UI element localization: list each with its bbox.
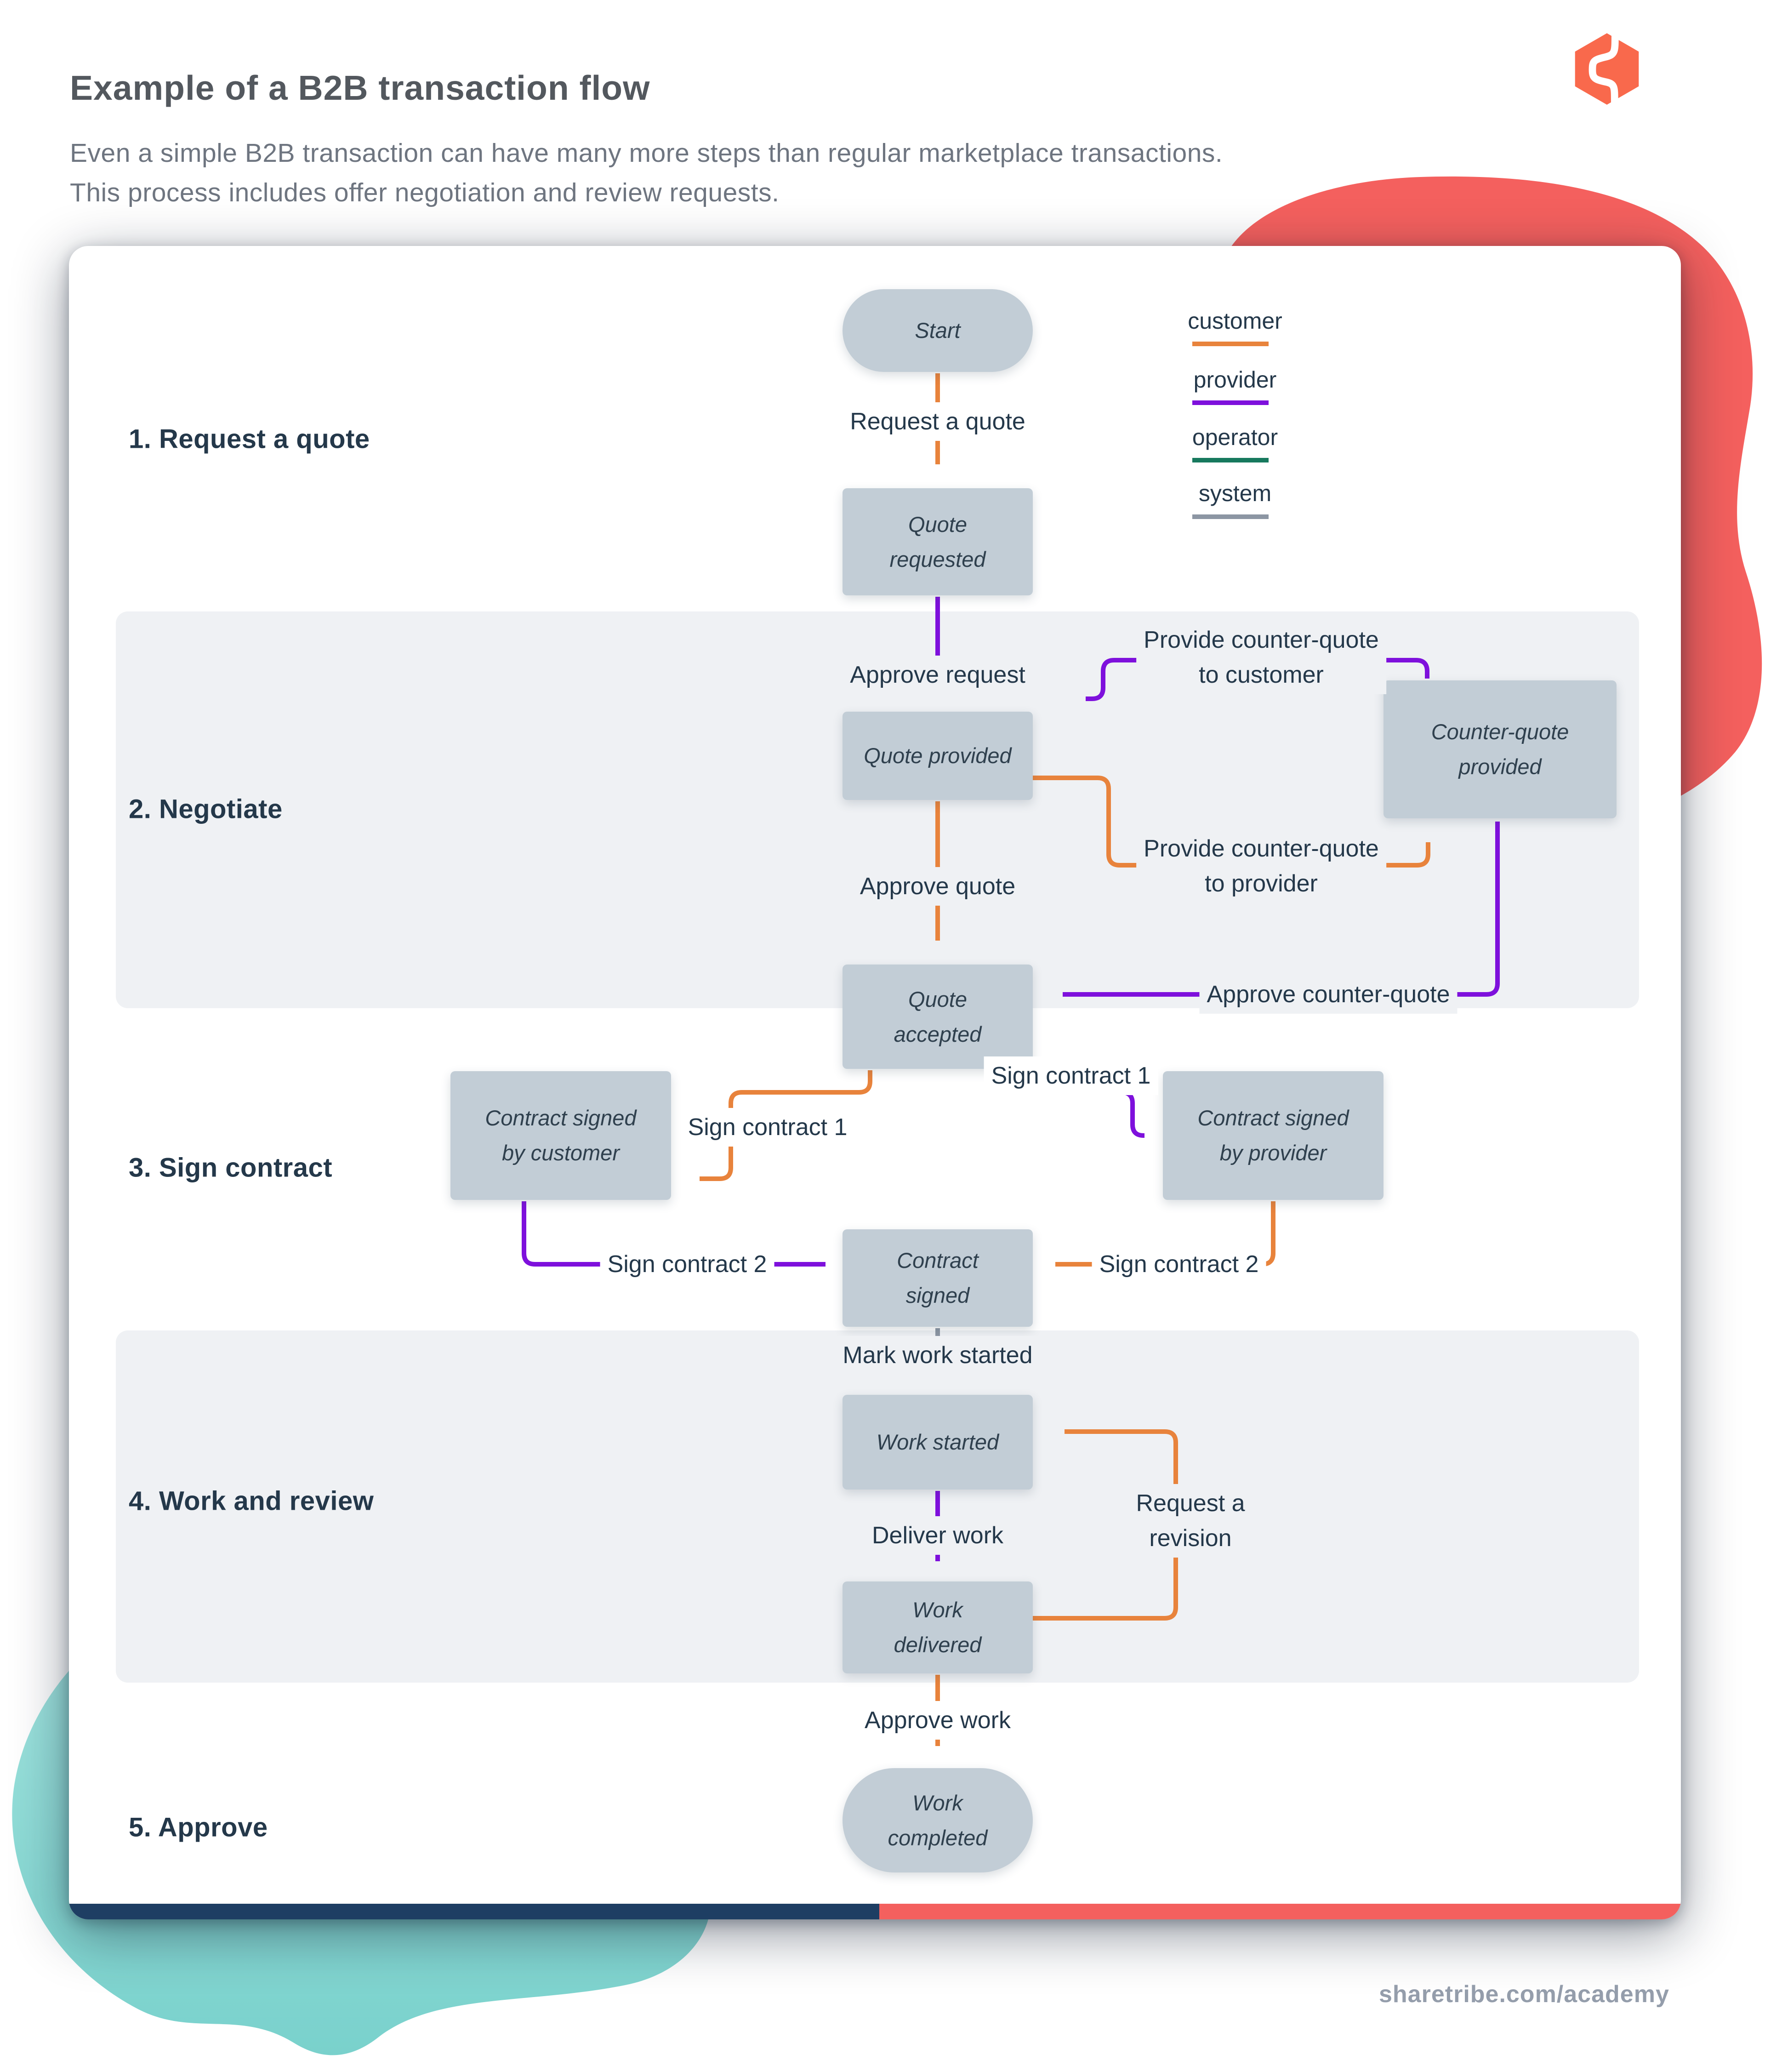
section-label-request-a-quote: 1. Request a quote [129, 424, 370, 454]
transition-label-provide-counter-quote-to-customer: Provide counter-quote to customer [1136, 621, 1386, 694]
node-contract-signed-by-provider: Contract signed by provider [1163, 1071, 1384, 1200]
transition-label-sign-contract-1-left: Sign contract 1 [680, 1108, 855, 1147]
node-quote-accepted: Quote accepted [843, 965, 1033, 1069]
transition-label-sign-contract-2-left: Sign contract 2 [600, 1245, 774, 1284]
node-contract-signed: Contract signed [843, 1229, 1033, 1327]
section-label-negotiate: 2. Negotiate [129, 794, 283, 824]
node-contract-signed-by-customer: Contract signed by customer [450, 1071, 671, 1200]
transition-label-deliver-work: Deliver work [864, 1516, 1011, 1555]
section-label-approve: 5. Approve [129, 1812, 268, 1843]
node-start: Start [843, 289, 1033, 372]
footer-bar-red [879, 1904, 1681, 1919]
node-work-started: Work started [843, 1395, 1033, 1490]
legend-label-operator: operator [1192, 424, 1278, 450]
node-counter-quote-provided: Counter-quote provided [1384, 680, 1617, 818]
node-work-completed: Work completed [843, 1768, 1033, 1872]
transition-label-provide-counter-quote-to-provider: Provide counter-quote to provider [1136, 829, 1386, 903]
footer-link: sharetribe.com/academy [1379, 1981, 1669, 2008]
section-label-sign-contract: 3. Sign contract [129, 1153, 333, 1183]
legend-label-customer: customer [1188, 308, 1282, 334]
section-label-work-and-review: 4. Work and review [129, 1486, 374, 1516]
transition-label-sign-contract-2-right: Sign contract 2 [1092, 1245, 1266, 1284]
legend-label-provider: provider [1193, 367, 1277, 393]
legend-label-system: system [1198, 480, 1272, 506]
transition-label-approve-counter-quote: Approve counter-quote [1199, 975, 1458, 1014]
footer-bar-navy [69, 1904, 879, 1919]
transition-label-request-a-quote: Request a quote [843, 402, 1033, 441]
sharetribe-logo-icon [1575, 31, 1639, 106]
transition-label-mark-work-started: Mark work started [835, 1336, 1040, 1375]
page-subtitle-line2: This process includes offer negotiation … [70, 178, 780, 207]
node-quote-requested: Quote requested [843, 488, 1033, 595]
page-subtitle-line1: Even a simple B2B transaction can have m… [70, 138, 1223, 168]
card-footer [69, 1904, 1681, 1919]
transition-label-approve-request: Approve request [843, 656, 1033, 694]
node-work-delivered: Work delivered [843, 1581, 1033, 1673]
page-title: Example of a B2B transaction flow [70, 68, 650, 107]
transition-label-sign-contract-1-right: Sign contract 1 [984, 1056, 1158, 1095]
transition-label-request-a-revision: Request a revision [1128, 1484, 1253, 1558]
transition-label-approve-quote: Approve quote [852, 867, 1023, 906]
transition-label-approve-work: Approve work [857, 1701, 1018, 1740]
node-quote-provided: Quote provided [843, 712, 1033, 800]
